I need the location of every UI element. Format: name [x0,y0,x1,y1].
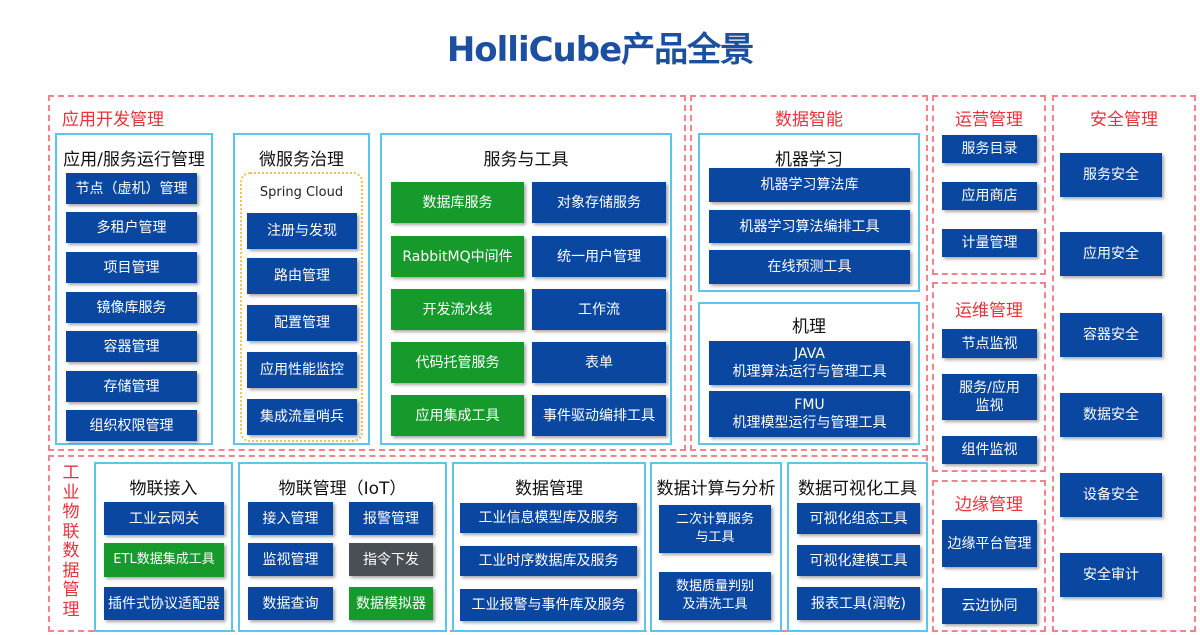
panel-title: 服务与工具 [483,150,569,170]
module-block[interactable]: 应用性能监控 [247,352,357,388]
module-block[interactable]: 边缘平台管理 [942,520,1037,567]
module-block[interactable]: 工业信息模型库及服务 [460,503,637,533]
group-label-app-dev: 应用开发管理 [62,110,164,130]
module-block[interactable]: 数据库服务 [391,182,524,223]
panel-title: 数据管理 [515,479,583,499]
module-block[interactable]: 多租户管理 [66,212,197,243]
module-block[interactable]: 数据质量判别 及清洗工具 [659,572,771,620]
panel-title: 机理 [792,317,826,337]
module-block[interactable]: 配置管理 [247,305,357,341]
module-block[interactable]: 报表工具(润乾) [797,587,920,620]
panel-title: 物联接入 [129,479,198,499]
module-block[interactable]: 节点监视 [942,329,1037,358]
module-block[interactable]: 集成流量哨兵 [247,399,357,435]
module-block[interactable]: 对象存储服务 [532,182,666,223]
module-block[interactable]: 代码托管服务 [391,342,524,383]
module-block[interactable]: 工业时序数据库及服务 [460,546,637,576]
group-label-data-intel: 数据智能 [775,110,843,130]
group-app-dev [48,95,686,451]
group-label-security: 安全管理 [1090,110,1158,130]
module-block[interactable]: 数据安全 [1060,393,1162,437]
module-block[interactable]: 安全审计 [1060,553,1162,597]
module-block[interactable]: 应用集成工具 [391,395,524,436]
module-block[interactable]: 数据模拟器 [349,587,433,620]
module-block[interactable]: 路由管理 [247,258,357,294]
module-block[interactable]: 节点（虚机）管理 [66,173,197,204]
panel-title: 物联管理（IoT） [278,479,407,499]
module-block[interactable]: 工业报警与事件库及服务 [460,589,637,621]
module-block[interactable]: 镜像库服务 [66,292,197,323]
panel-title: 数据可视化工具 [798,479,917,499]
module-block[interactable]: 报警管理 [349,502,433,535]
module-block[interactable]: 工业云网关 [104,502,224,535]
group-ops [932,95,1046,275]
panel-title: 数据计算与分析 [656,479,776,499]
panel-title: 机器学习 [775,150,843,170]
module-block[interactable]: 服务目录 [942,135,1037,163]
module-block[interactable]: 事件驱动编排工具 [532,395,666,436]
module-block[interactable]: 数据查询 [248,587,333,620]
group-label-maint: 运维管理 [955,301,1023,321]
module-block[interactable]: 插件式协议适配器 [104,587,224,620]
module-block[interactable]: 统一用户管理 [532,236,666,277]
module-block[interactable]: 开发流水线 [391,289,524,330]
module-block[interactable]: 可视化组态工具 [797,503,920,534]
spring-cloud-label: Spring Cloud [259,185,344,200]
module-block[interactable]: 服务/应用 监视 [942,374,1037,420]
spring-cloud-container [240,172,363,442]
module-block[interactable]: RabbitMQ中间件 [391,236,524,277]
module-block[interactable]: 计量管理 [942,229,1037,257]
module-block[interactable]: JAVA 机理算法运行与管理工具 [709,341,910,385]
module-block[interactable]: 服务安全 [1060,153,1162,197]
group-edge [932,480,1046,632]
group-security [1052,95,1196,632]
module-block[interactable]: 组织权限管理 [66,410,197,441]
module-block[interactable]: 可视化建模工具 [797,545,920,576]
module-block[interactable]: 存储管理 [66,371,197,402]
group-label-edge: 边缘管理 [955,495,1023,515]
module-block[interactable]: 设备安全 [1060,473,1162,517]
group-label-iot-data: 工业物联数据管理 [62,463,80,620]
module-block[interactable]: 二次计算服务 与工具 [659,505,771,553]
module-block[interactable]: 注册与发现 [247,213,357,249]
group-data-intel [690,95,928,451]
module-block[interactable]: 机器学习算法库 [709,168,910,202]
group-label-ops: 运营管理 [955,110,1023,130]
module-block[interactable]: 容器安全 [1060,313,1162,357]
module-block[interactable]: 云边协同 [942,588,1037,624]
module-block[interactable]: 应用安全 [1060,232,1162,276]
module-block[interactable]: 监视管理 [248,543,333,576]
module-block[interactable]: 项目管理 [66,252,197,283]
module-block[interactable]: 指令下发 [349,543,433,576]
page-title: HolliCube产品全景 [446,30,754,70]
panel-title: 微服务治理 [259,150,344,170]
module-block[interactable]: 工作流 [532,289,666,330]
module-block[interactable]: ETL数据集成工具 [104,543,224,577]
module-block[interactable]: 容器管理 [66,331,197,362]
module-block[interactable]: 组件监视 [942,436,1037,464]
module-block[interactable]: 在线预测工具 [709,250,910,284]
panel-title: 应用/服务运行管理 [63,150,205,170]
module-block[interactable]: 机器学习算法编排工具 [709,210,910,243]
module-block[interactable]: 接入管理 [248,502,333,535]
module-block[interactable]: 表单 [532,342,666,383]
module-block[interactable]: 应用商店 [942,182,1037,210]
module-block[interactable]: FMU 机理模型运行与管理工具 [709,391,910,437]
group-maint [932,282,1046,472]
